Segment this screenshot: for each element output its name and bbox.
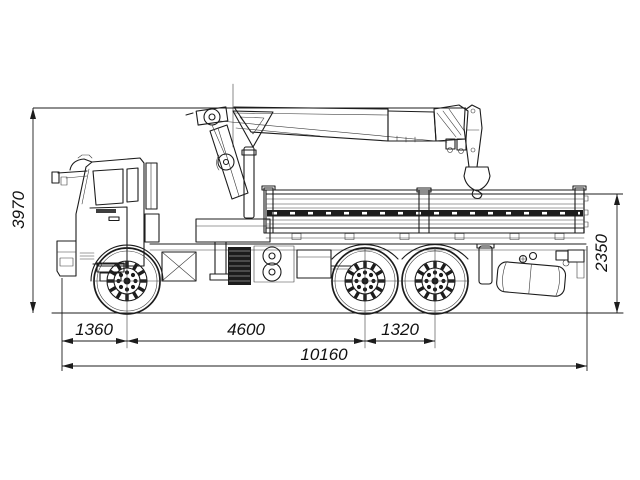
- dimension-annotations: 3970 2350 1360 4600 1320 10160: [9, 107, 623, 371]
- chassis-frame: [149, 243, 587, 282]
- air-reservoir: [478, 245, 493, 285]
- toolbox: [296, 249, 332, 279]
- boom-head: [433, 104, 469, 142]
- cable-pulley: [217, 153, 235, 171]
- outrigger-leg: [214, 241, 227, 275]
- hook: [471, 189, 483, 200]
- crane-column: [209, 124, 249, 200]
- crane-pedestal: [195, 218, 271, 243]
- hook-block: [463, 104, 491, 200]
- cargo-bed: [261, 185, 589, 240]
- rear-fender-2: [401, 244, 469, 260]
- luffing-cylinder: [243, 146, 255, 219]
- fuel-tank: [496, 261, 567, 297]
- axle-center-lines: [92, 246, 470, 349]
- crane-winch: [185, 106, 229, 126]
- dim-label-overall-height: 3970: [9, 191, 28, 229]
- boom-pivot-bracket: [232, 110, 274, 148]
- dim-label-front-overhang: 1360: [75, 320, 113, 339]
- truck-cab: [51, 154, 164, 282]
- bed-front-wall: [263, 187, 274, 234]
- front-fender: [90, 244, 164, 282]
- crane-manipulator: [185, 83, 491, 281]
- dim-label-bed-height: 2350: [592, 234, 611, 273]
- dim-label-wheelbase: 4600: [227, 320, 265, 339]
- bed-middle-post: [418, 189, 430, 234]
- underbody-equipment: [228, 243, 585, 297]
- rear-fender-1: [331, 244, 399, 260]
- dim-label-rear-axle-spacing: 1320: [381, 320, 419, 339]
- winch-cable: [219, 120, 448, 143]
- dim-label-overall-length: 10160: [300, 345, 348, 364]
